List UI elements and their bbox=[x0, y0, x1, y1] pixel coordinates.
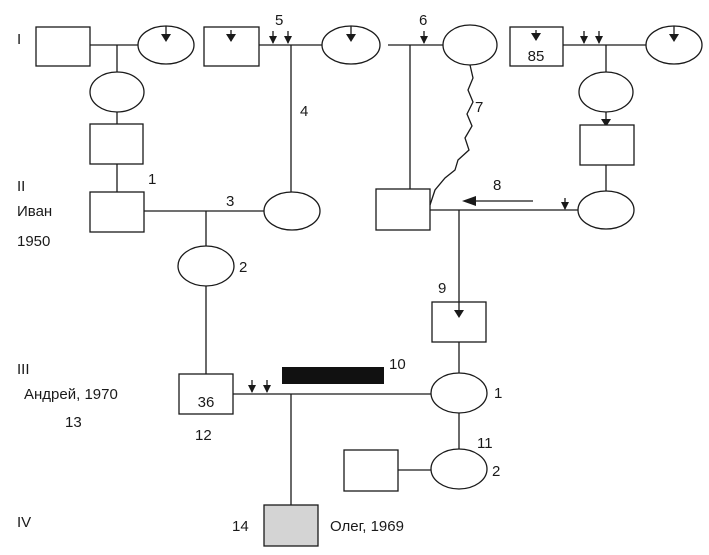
arrow-down-icon bbox=[669, 34, 679, 42]
number-12: 12 bbox=[195, 427, 212, 444]
number-13: 13 bbox=[65, 414, 82, 431]
name-oleg: Олег, 1969 bbox=[330, 518, 404, 535]
arrow-down-icon bbox=[561, 202, 569, 210]
number-1: 1 bbox=[148, 171, 156, 188]
number-14: 14 bbox=[232, 518, 249, 535]
number-9: 9 bbox=[438, 280, 446, 297]
male-intermediate-right bbox=[579, 124, 635, 166]
label-85: 85 bbox=[528, 48, 545, 65]
year-ivan: 1950 bbox=[17, 233, 50, 250]
gen2-male-2 bbox=[375, 188, 431, 231]
gen3-female-2 bbox=[430, 448, 488, 490]
generation-II: II bbox=[17, 178, 25, 195]
arrow-down-icon bbox=[346, 34, 356, 42]
male-intermediate-left bbox=[89, 123, 144, 165]
ivan-square bbox=[89, 191, 145, 233]
number-3: 3 bbox=[226, 193, 234, 210]
arrow-down-icon bbox=[454, 310, 464, 318]
number-5: 5 bbox=[275, 12, 283, 29]
arrow-down-icon bbox=[420, 36, 428, 44]
number-7: 7 bbox=[475, 99, 483, 116]
number-2-female: 2 bbox=[492, 463, 500, 480]
gen2-female-2 bbox=[577, 190, 635, 230]
gen1-female-3 bbox=[442, 24, 498, 66]
arrow-down-icon bbox=[531, 33, 541, 41]
generation-IV: IV bbox=[17, 514, 31, 531]
number-11: 11 bbox=[477, 435, 493, 452]
number-1-female: 1 bbox=[494, 385, 502, 402]
arrow-left-icon bbox=[462, 196, 476, 206]
generation-I: I bbox=[17, 31, 21, 48]
arrow-down-icon bbox=[161, 34, 171, 42]
number-4: 4 bbox=[300, 103, 308, 120]
generation-III: III bbox=[17, 361, 30, 378]
arrow-down-icon bbox=[284, 36, 292, 44]
number-2: 2 bbox=[239, 259, 247, 276]
arrow-down-icon bbox=[601, 119, 611, 127]
name-andrey: Андрей, 1970 bbox=[24, 386, 118, 403]
arrow-down-icon bbox=[226, 34, 236, 42]
arrow-down-icon bbox=[269, 36, 277, 44]
gen3-male-11 bbox=[343, 449, 399, 492]
number-8: 8 bbox=[493, 177, 501, 194]
consanguinity-wavy-line bbox=[429, 64, 474, 206]
gen2-female-1 bbox=[263, 191, 321, 231]
number-6: 6 bbox=[419, 12, 427, 29]
number-10: 10 bbox=[389, 356, 406, 373]
arrow-down-icon bbox=[248, 385, 256, 393]
oleg-proband-square bbox=[263, 504, 319, 547]
black-bar-10 bbox=[282, 367, 384, 384]
andrey-mother bbox=[177, 245, 235, 287]
name-ivan: Иван bbox=[17, 203, 52, 220]
andrey-square bbox=[178, 373, 234, 415]
female-intermediate-right bbox=[578, 71, 634, 113]
arrow-down-icon bbox=[595, 36, 603, 44]
arrow-down-icon bbox=[263, 385, 271, 393]
gen1-male-1 bbox=[35, 26, 91, 67]
gen3-female-1 bbox=[430, 372, 488, 414]
arrow-down-icon bbox=[580, 36, 588, 44]
female-intermediate-left bbox=[89, 71, 145, 113]
label-36: 36 bbox=[198, 394, 215, 411]
